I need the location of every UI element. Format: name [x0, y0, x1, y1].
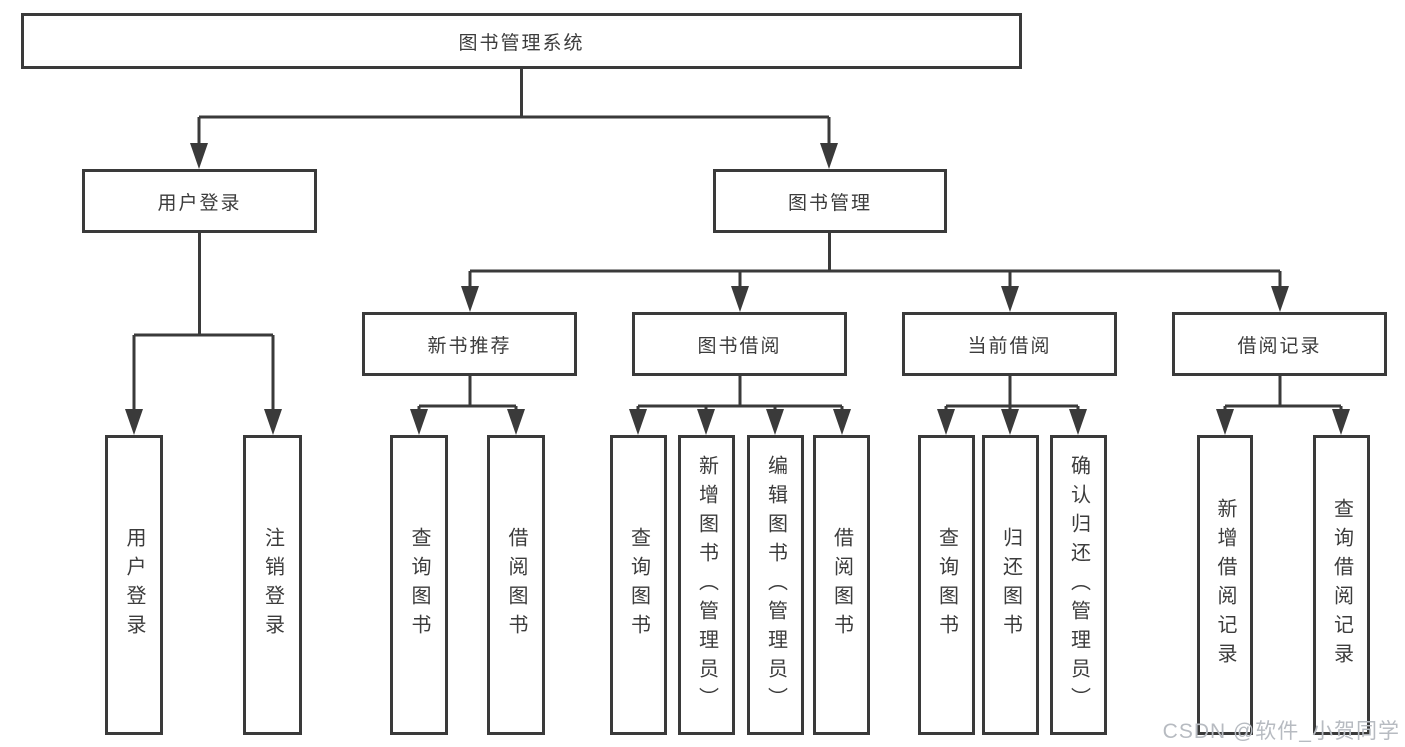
node-book-management-label: 图书管理 — [787, 192, 872, 214]
node-book-borrow-label: 图书借阅 — [697, 335, 782, 357]
leaf-user-login-label: 用户登录 — [123, 527, 145, 643]
leaf-edit-books-admin: 编辑图书（管理员） — [747, 435, 804, 735]
leaf-logout-label: 注销登录 — [261, 527, 284, 643]
leaf-return-books: 归还图书 — [982, 435, 1039, 735]
connector-book-management-branch — [468, 233, 1282, 292]
node-borrow-records: 借阅记录 — [1172, 312, 1387, 376]
leaf-add-borrow-record: 新增借阅记录 — [1197, 435, 1253, 735]
connector-current-borrow-branch — [944, 376, 1080, 415]
leaf-current-query-books-label: 查询图书 — [935, 527, 958, 643]
node-root-label: 图书管理系统 — [458, 32, 585, 54]
connector-root-to-level2 — [197, 69, 831, 150]
leaf-add-books-admin-label: 新增图书（管理员） — [695, 454, 718, 716]
leaf-newbook-query-books: 查询图书 — [390, 435, 448, 735]
node-new-book-recommend-label: 新书推荐 — [427, 335, 512, 357]
leaf-borrow-query-books-label: 查询图书 — [627, 527, 650, 643]
leaf-newbook-borrow-books-label: 借阅图书 — [505, 527, 527, 643]
node-current-borrow-label: 当前借阅 — [967, 335, 1052, 357]
leaf-user-login: 用户登录 — [105, 435, 163, 735]
watermark-text: CSDN @软件_小贺同学 — [1162, 720, 1400, 743]
leaf-edit-books-admin-label: 编辑图书（管理员） — [764, 454, 787, 716]
leaf-borrow-books: 借阅图书 — [813, 435, 870, 735]
leaf-add-borrow-record-label: 新增借阅记录 — [1214, 498, 1236, 672]
node-user-login: 用户登录 — [82, 169, 317, 233]
leaf-newbook-borrow-books: 借阅图书 — [487, 435, 545, 735]
connector-new-book-branch — [417, 376, 518, 415]
leaf-return-books-label: 归还图书 — [999, 527, 1022, 643]
connector-user-login-branch — [132, 233, 275, 415]
node-book-management: 图书管理 — [713, 169, 947, 233]
node-borrow-records-label: 借阅记录 — [1237, 335, 1322, 357]
node-current-borrow: 当前借阅 — [902, 312, 1117, 376]
leaf-confirm-return-admin: 确认归还（管理员） — [1050, 435, 1107, 735]
leaf-query-borrow-record: 查询借阅记录 — [1313, 435, 1370, 735]
leaf-borrow-query-books: 查询图书 — [610, 435, 667, 735]
leaf-confirm-return-admin-label: 确认归还（管理员） — [1067, 454, 1090, 716]
node-new-book-recommend: 新书推荐 — [362, 312, 577, 376]
connector-book-borrow-branch — [636, 376, 844, 415]
leaf-newbook-query-books-label: 查询图书 — [408, 527, 430, 643]
leaf-logout: 注销登录 — [243, 435, 302, 735]
leaf-current-query-books: 查询图书 — [918, 435, 975, 735]
leaf-query-borrow-record-label: 查询借阅记录 — [1330, 498, 1353, 672]
connector-borrow-records-branch — [1223, 376, 1343, 415]
node-book-borrow: 图书借阅 — [632, 312, 847, 376]
leaf-borrow-books-label: 借阅图书 — [830, 527, 853, 643]
leaf-add-books-admin: 新增图书（管理员） — [678, 435, 735, 735]
node-root-system: 图书管理系统 — [21, 13, 1022, 69]
node-user-login-label: 用户登录 — [157, 192, 242, 214]
